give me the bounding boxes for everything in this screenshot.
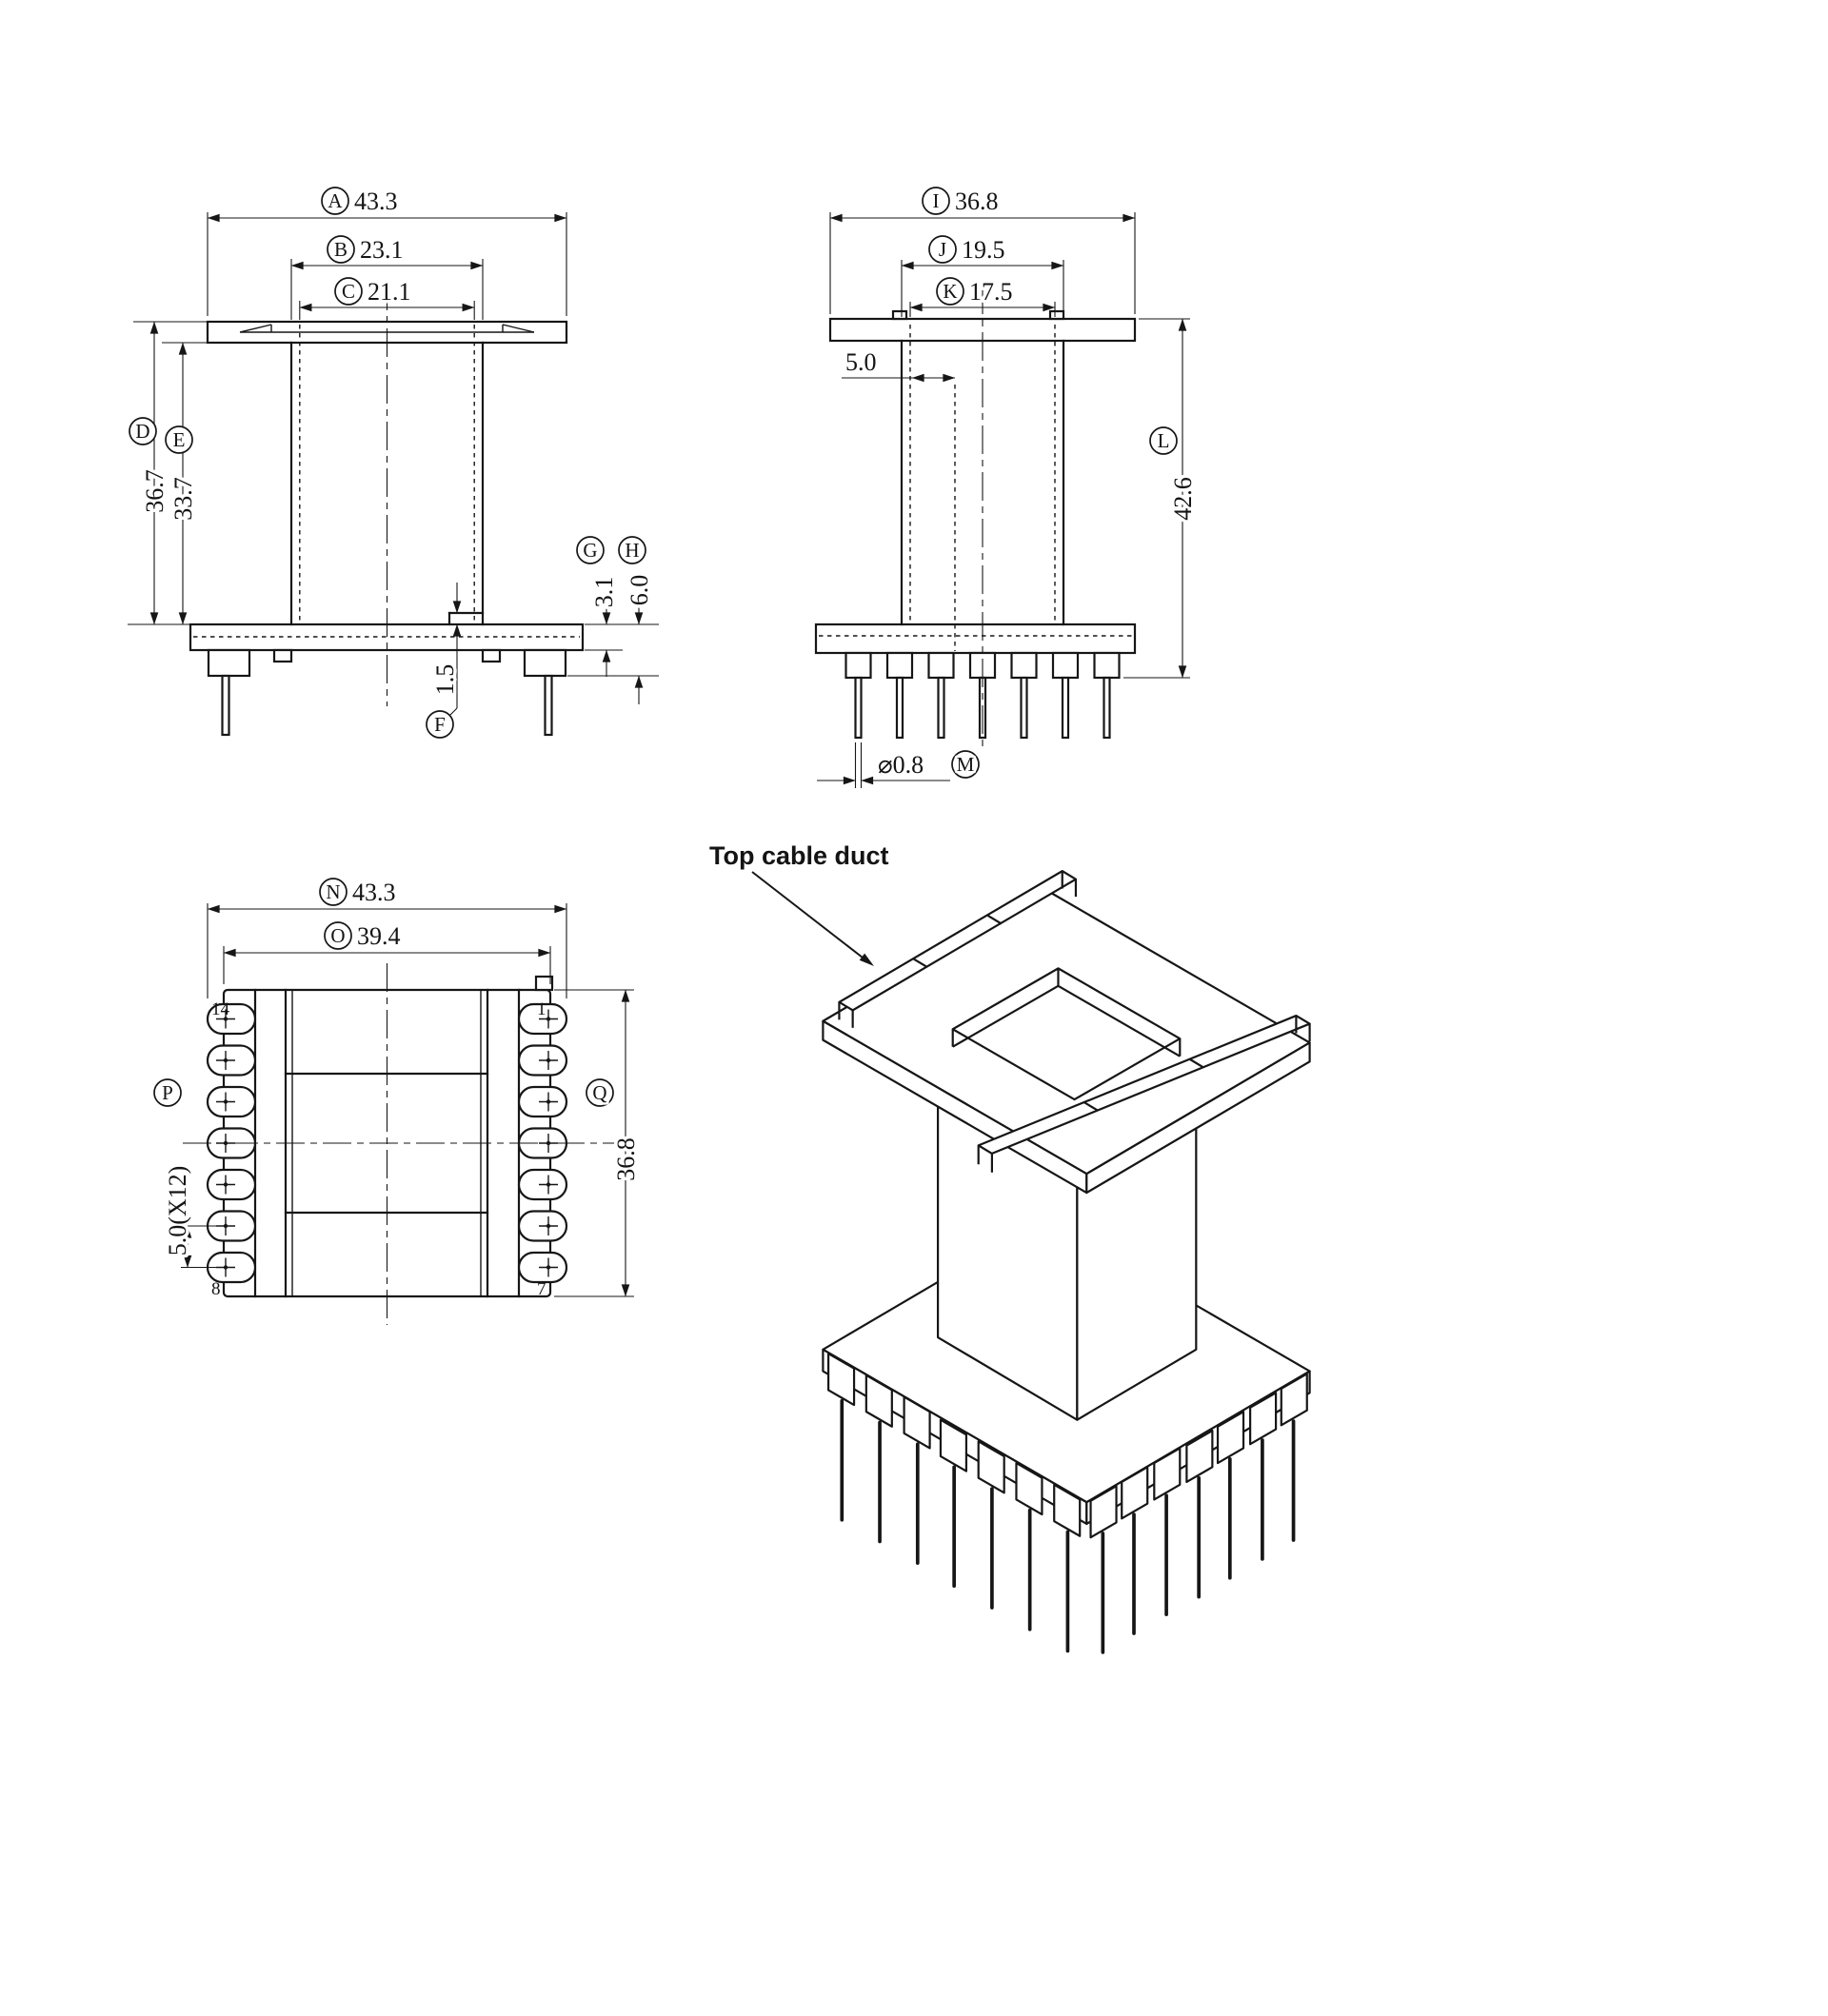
dim-g-letter: G [583,539,597,562]
dim-g: G 3.1 [576,536,659,677]
dim-k: K 17.5 [909,275,1056,317]
pin-block [844,651,872,680]
dim-f: F 1.5 [426,583,463,739]
dim-p-value: 5.0(X12) [164,1166,191,1256]
iso-pins-right [1089,1373,1308,1654]
iso-view [822,870,1311,1654]
dim-f-value: 1.5 [431,664,459,696]
dim-k-letter: K [943,280,957,303]
pin [1020,676,1028,740]
dim-m: ⌀0.8 M [817,742,980,788]
dim-j-letter: J [939,238,946,261]
side-view: I 36.8 J 19.5 K 17.5 5.0 L 42.6 ⌀0.8 [814,185,1201,788]
dim-n: N 43.3 [207,876,567,998]
dim-f-letter: F [434,713,446,736]
pin-row-offset-value: 5.0 [845,348,877,376]
front-view: A 43.3 B 23.1 C 21.1 D 36.7 E 33.7 [128,185,659,739]
side-bobbin-outline [814,286,1137,750]
dim-b-letter: B [334,238,348,261]
top-cable-duct-label: Top cable duct [709,841,889,870]
pin-label-7: 7 [537,1279,546,1299]
dim-p-letter: P [162,1081,173,1104]
pin [1061,676,1070,740]
dim-o-letter: O [330,924,345,947]
dim-e: E 33.7 [162,342,208,625]
pin [937,676,945,740]
pin-block [1010,651,1038,680]
pin-block [523,648,567,678]
dim-h: H 6.0 [567,536,659,704]
dim-p: P 5.0(X12) [153,1078,217,1269]
iso-annotation: Top cable duct [709,841,889,966]
duct-rail-edge [1048,309,1065,321]
pin [895,676,904,740]
pin-block [885,651,914,680]
iso-cable-duct-rails [838,870,1311,1173]
bottom-flange [814,623,1137,655]
dim-l: L 42.6 [1123,318,1201,679]
dim-i: I 36.8 [829,185,1136,314]
dim-a-letter: A [328,189,343,212]
dim-h-value: 6.0 [626,575,653,606]
dim-c-letter: C [342,280,355,303]
pin [544,674,553,737]
dim-d-value: 36.7 [141,469,169,513]
dim-d-letter: D [135,420,149,443]
dim-pin-row-offset: 5.0 [842,346,956,383]
dim-q-letter: Q [592,1081,606,1104]
pin-label-8: 8 [211,1279,221,1299]
dim-q: Q 36.8 [554,989,644,1297]
dim-h-letter: H [625,539,639,562]
dim-c-value: 21.1 [368,278,411,306]
tube-opening [951,967,1182,1101]
dim-q-value: 36.8 [612,1137,640,1181]
leader-arrowhead [859,953,874,966]
dim-d: D 36.7 [128,321,208,625]
dim-e-value: 33.7 [169,477,197,521]
dim-n-letter: N [326,880,340,903]
top-bobbin-outline [183,963,621,1325]
dim-c: C 21.1 [299,275,475,320]
dim-a-value: 43.3 [354,188,398,215]
pin [1103,676,1111,740]
pin-block [1093,651,1121,680]
pin-label-1: 1 [537,999,546,1019]
pin-block [207,648,251,678]
pin-center-marks [216,1009,558,1277]
dim-b: B 23.1 [290,233,484,320]
dim-k-value: 17.5 [969,278,1013,306]
dim-g-value: 3.1 [590,577,618,608]
dim-j-value: 19.5 [962,236,1005,264]
pin [854,676,863,740]
dim-m-value: ⌀0.8 [878,751,924,779]
pin [221,674,230,737]
dim-e-letter: E [173,428,186,451]
dim-j: J 19.5 [901,233,1064,317]
duct-rail-edge [891,309,908,321]
dim-i-letter: I [933,189,940,212]
key-notch [534,975,554,992]
front-bobbin-outline [189,282,585,737]
dim-a: A 43.3 [207,185,567,316]
dim-i-value: 36.8 [955,188,999,215]
top-view: 14 1 8 7 N 43.3 O 39.4 Q 36.8 P 5.0(X12) [153,876,644,1325]
pin-label-14: 14 [211,999,230,1019]
dim-b-value: 23.1 [360,236,404,264]
dim-n-value: 43.3 [352,879,396,906]
dim-l-letter: L [1158,429,1170,452]
iso-pins-left [826,1352,1082,1653]
pin-block [1051,651,1080,680]
dim-m-letter: M [957,753,975,776]
dim-l-value: 42.6 [1169,477,1197,521]
pin-block [927,651,955,680]
iso-top-flange [822,888,1311,1195]
dim-o-value: 39.4 [357,922,401,950]
dim-o: O 39.4 [223,919,551,984]
leader-line [751,871,864,959]
